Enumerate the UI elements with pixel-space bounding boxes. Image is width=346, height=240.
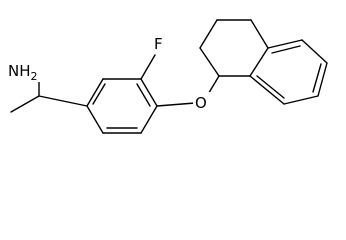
bond-benz-1-double xyxy=(271,45,301,54)
fluorine-knockout xyxy=(151,32,169,54)
bond-benz-5-double xyxy=(256,75,285,99)
bond-benz-4 xyxy=(283,95,319,105)
bond-aryl-o xyxy=(156,102,196,107)
bond-ring-a3 xyxy=(140,78,158,107)
bond-sat-2 xyxy=(199,19,218,49)
bond-ring-a1-double xyxy=(92,83,106,105)
ether-oxygen-label: O xyxy=(195,94,207,112)
amine-hydrogen-count: 2 xyxy=(31,70,38,83)
amine-knockout xyxy=(5,58,49,82)
bond-ch-ring xyxy=(38,95,88,107)
bond-benz-1 xyxy=(267,39,303,49)
amine-symbol: NH xyxy=(8,62,31,80)
bond-benz-5 xyxy=(249,75,285,105)
oxygen-knockout xyxy=(193,92,213,114)
bond-benz-3-double xyxy=(312,63,322,93)
bond-ring-a3-double xyxy=(136,83,151,107)
bond-ring-a4 xyxy=(140,105,158,134)
atom-label-layer: NH2 F O xyxy=(5,32,213,114)
bond-benz-3 xyxy=(317,62,328,97)
bond-sat-5 xyxy=(249,47,269,77)
bond-c-f xyxy=(140,54,156,80)
bond-layer xyxy=(10,19,328,134)
bond-sat-1 xyxy=(199,47,220,77)
amine-label: NH2 xyxy=(8,62,38,83)
bond-sat-4 xyxy=(250,19,269,49)
bond-methyl xyxy=(10,95,40,113)
chemical-structure: NH2 F O xyxy=(5,19,328,134)
bond-benz-2 xyxy=(301,39,328,64)
fluorine-label: F xyxy=(154,35,163,53)
bond-ring-a1 xyxy=(86,78,104,107)
bond-ring-a6 xyxy=(86,105,104,134)
